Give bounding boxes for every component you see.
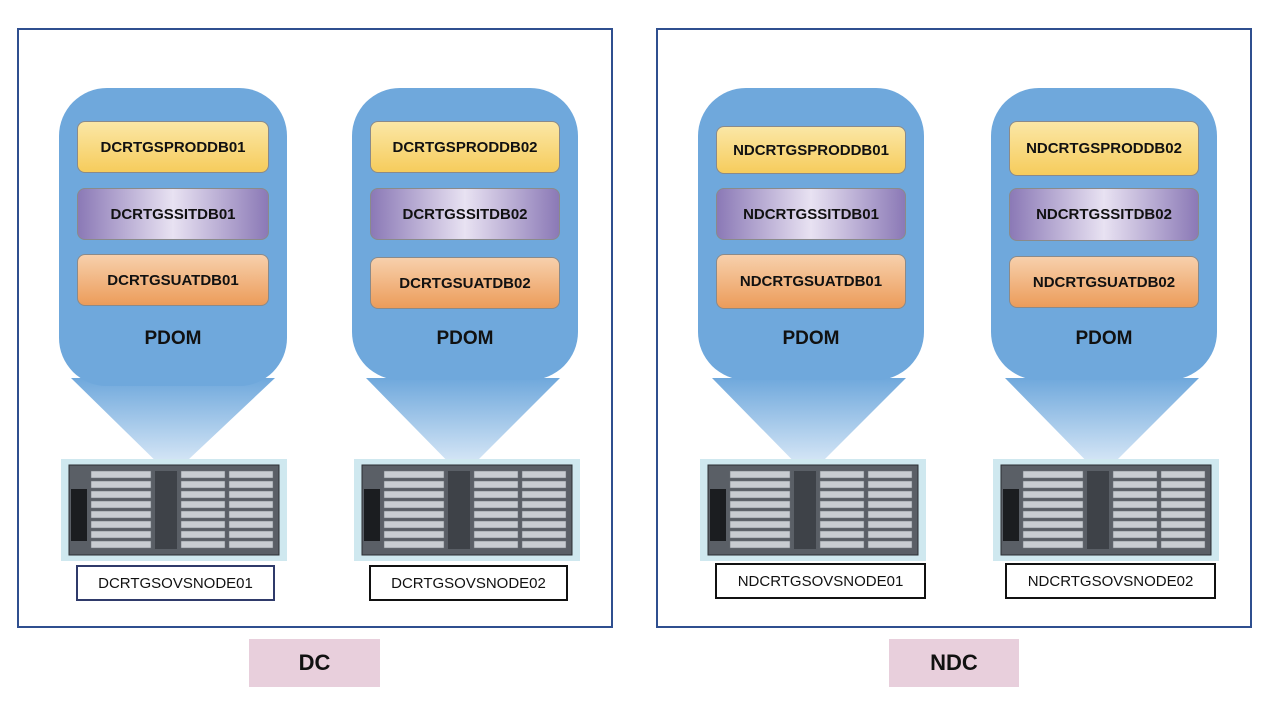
pdom-label: PDOM — [144, 328, 202, 349]
pdom-label: PDOM — [782, 328, 840, 349]
site-label-dc: DC — [249, 639, 380, 687]
pdom-funnel — [1005, 378, 1199, 476]
site-label-ndc: NDC — [889, 639, 1019, 687]
ldom-sit: NDCRTGSSITDB01 — [716, 188, 906, 240]
ldom-prod: NDCRTGSPRODDB01 — [716, 126, 906, 174]
ldom-uat: NDCRTGSUATDB02 — [1009, 256, 1199, 308]
ldom-sit: DCRTGSSITDB01 — [77, 188, 269, 240]
node-label: DCRTGSOVSNODE02 — [369, 565, 568, 601]
server-chassis-icon — [61, 459, 287, 561]
pdom: NDCRTGSPRODDB01 NDCRTGSSITDB01 NDCRTGSUA… — [698, 88, 924, 380]
ldom-uat: DCRTGSUATDB02 — [370, 257, 560, 309]
server-chassis-icon — [700, 459, 926, 561]
ldom-sit: DCRTGSSITDB02 — [370, 188, 560, 240]
pdom-funnel — [366, 378, 560, 476]
pdom-funnel — [712, 378, 906, 476]
node-label: DCRTGSOVSNODE01 — [76, 565, 275, 601]
pdom: DCRTGSPRODDB01 DCRTGSSITDB01 DCRTGSUATDB… — [59, 88, 287, 386]
ldom-prod: DCRTGSPRODDB02 — [370, 121, 560, 173]
server-chassis-icon — [354, 459, 580, 561]
pdom-funnel — [71, 378, 275, 476]
pdom: NDCRTGSPRODDB02 NDCRTGSSITDB02 NDCRTGSUA… — [991, 88, 1217, 380]
server-chassis-icon — [993, 459, 1219, 561]
pdom-label: PDOM — [1075, 328, 1133, 349]
pdom-label: PDOM — [436, 328, 494, 349]
ldom-uat: NDCRTGSUATDB01 — [716, 254, 906, 309]
ldom-prod: NDCRTGSPRODDB02 — [1009, 121, 1199, 176]
ldom-sit: NDCRTGSSITDB02 — [1009, 188, 1199, 241]
pdom: DCRTGSPRODDB02 DCRTGSSITDB02 DCRTGSUATDB… — [352, 88, 578, 380]
node-label: NDCRTGSOVSNODE02 — [1005, 563, 1216, 599]
node-label: NDCRTGSOVSNODE01 — [715, 563, 926, 599]
ldom-uat: DCRTGSUATDB01 — [77, 254, 269, 306]
ldom-prod: DCRTGSPRODDB01 — [77, 121, 269, 173]
